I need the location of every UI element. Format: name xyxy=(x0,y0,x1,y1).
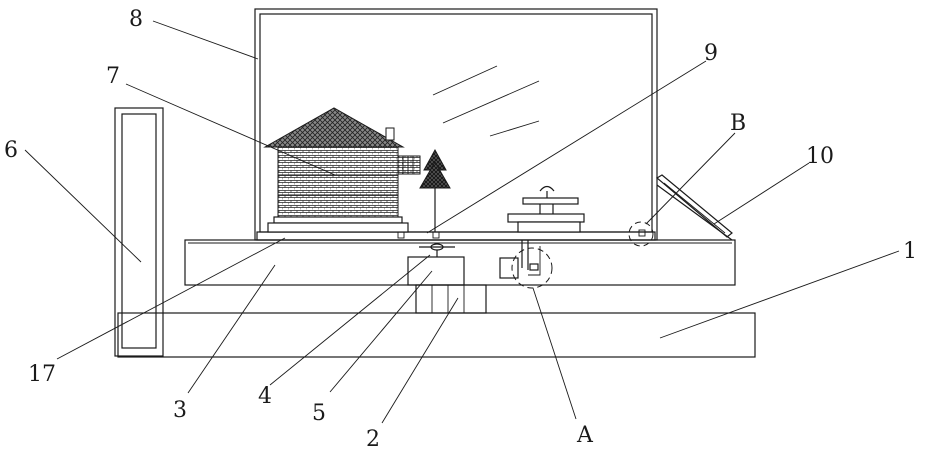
fountain-model xyxy=(508,187,584,233)
label-17: 17 xyxy=(28,362,56,387)
tree-model xyxy=(420,150,450,232)
label-7: 7 xyxy=(106,64,120,89)
detail-circle-b xyxy=(629,222,653,246)
impeller xyxy=(419,244,455,257)
mechanism-box xyxy=(500,240,540,278)
label-3: 3 xyxy=(173,398,187,423)
label-a: A xyxy=(576,423,594,448)
label-2: 2 xyxy=(366,427,380,452)
label-6: 6 xyxy=(4,138,18,163)
label-4: 4 xyxy=(258,384,272,409)
motor xyxy=(408,257,464,285)
label-10: 10 xyxy=(806,144,834,169)
house-model xyxy=(265,108,420,232)
label-b: B xyxy=(730,111,746,136)
housing-box xyxy=(185,240,735,285)
label-8: 8 xyxy=(129,7,143,32)
top-plate xyxy=(257,232,655,240)
side-panel xyxy=(115,108,163,356)
hinged-flap xyxy=(657,175,732,240)
base-plate xyxy=(118,313,755,357)
label-9: 9 xyxy=(704,41,718,66)
label-1: 1 xyxy=(903,239,917,264)
label-5: 5 xyxy=(312,401,326,426)
